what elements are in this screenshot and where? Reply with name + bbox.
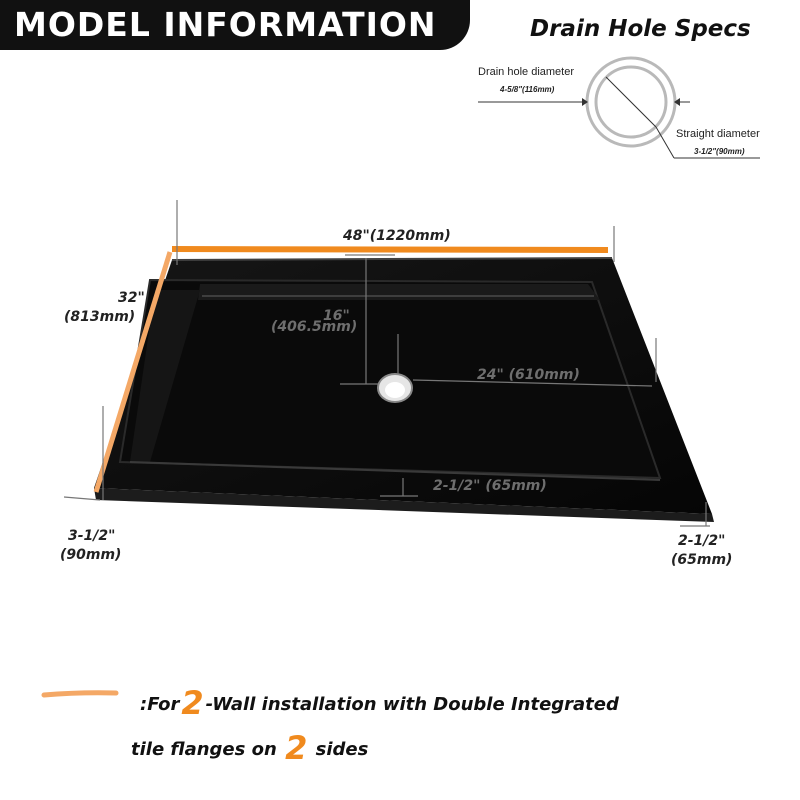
right-height-label-in: 2-1/2" xyxy=(678,533,726,549)
note-number-sides: 2 xyxy=(285,729,308,767)
note-line-2-suffix: sides xyxy=(315,739,369,760)
note-line-1: :For2-Wall installation with Double Inte… xyxy=(140,684,619,722)
drain-hole-diameter-value: 4-5/8"(116mm) xyxy=(500,85,555,94)
drain-from-back-label-in: 16" xyxy=(323,308,350,324)
drain-spec-ring-diagram xyxy=(478,56,760,159)
right-height-label-mm: (65mm) xyxy=(671,552,733,568)
width-dimension-bar xyxy=(171,246,609,253)
note-line-2-prefix: tile flanges on xyxy=(131,739,277,760)
depth-label-mm: (813mm) xyxy=(64,309,136,325)
dimension-lines xyxy=(63,200,710,527)
shower-tray xyxy=(94,257,714,522)
drain-from-side-label: 24" (610mm) xyxy=(477,367,580,383)
depth-dimension-bar xyxy=(93,251,173,493)
note-line-1-prefix: :For xyxy=(140,694,180,715)
straight-diameter-value: 3-1/2"(90mm) xyxy=(694,147,745,156)
depth-label-in: 32" xyxy=(118,290,145,306)
note-line-1-suffix: -Wall installation with Double Integrate… xyxy=(205,694,619,715)
left-height-label-mm: (90mm) xyxy=(60,547,122,563)
straight-diameter-label: Straight diameter xyxy=(676,128,760,140)
left-height-label-in: 3-1/2" xyxy=(68,528,116,544)
note-number-walls: 2 xyxy=(181,684,204,722)
drain-specs-title: Drain Hole Specs xyxy=(530,16,751,42)
header-banner: MODEL INFORMATION xyxy=(0,0,470,50)
width-label: 48"(1220mm) xyxy=(343,228,451,244)
note-line-2: tile flanges on 2 sides xyxy=(131,729,368,767)
front-flange-label: 2-1/2" (65mm) xyxy=(433,478,547,494)
drain-hole-diameter-label: Drain hole diameter xyxy=(478,66,574,78)
drain-from-back-label-mm: (406.5mm) xyxy=(271,319,358,335)
page-title: MODEL INFORMATION xyxy=(14,5,437,44)
note-accent-stroke xyxy=(41,690,119,698)
